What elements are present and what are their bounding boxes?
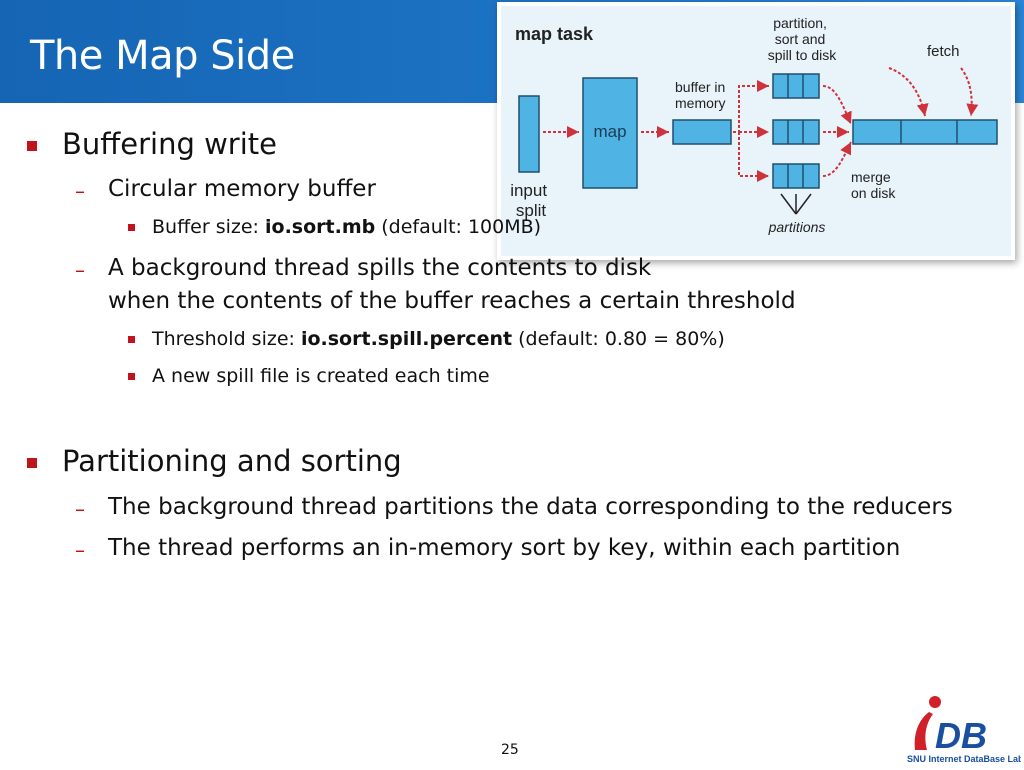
svg-text:SNU Internet DataBase Lab.: SNU Internet DataBase Lab. xyxy=(907,754,1021,764)
map-side-diagram: map task partition, sort and spill to di… xyxy=(497,2,1015,260)
label-fetch: fetch xyxy=(927,43,960,60)
merged-file xyxy=(852,119,998,145)
label-input-split: input split xyxy=(510,181,552,220)
item-spill-line2: when the contents of the buffer reaches … xyxy=(108,288,796,314)
heading-partitioning-sorting: Partitioning and sorting xyxy=(62,444,402,478)
arrow-merge-1 xyxy=(822,85,852,125)
arrow-fetch-1 xyxy=(888,67,929,117)
page-number: 25 xyxy=(501,742,519,758)
arrow-fetch-2 xyxy=(960,67,979,117)
dash-bullet: – xyxy=(75,497,85,521)
item-threshold-size: Threshold size: io.sort.spill.percent (d… xyxy=(152,328,725,350)
spill-file-2 xyxy=(772,119,820,145)
bullet-square xyxy=(27,458,37,468)
item-buffer-size: Buffer size: io.sort.mb (default: 100MB) xyxy=(152,216,542,238)
item-in-memory-sort: The thread performs an in-memory sort by… xyxy=(108,535,901,561)
item-circular-buffer: Circular memory buffer xyxy=(108,176,376,202)
label-partition-sort-spill: partition, sort and spill to disk xyxy=(768,15,837,63)
diagram-svg: map task partition, sort and spill to di… xyxy=(501,6,1011,256)
bullet-square-small xyxy=(128,224,135,231)
label-buffer-in-memory: buffer in memory xyxy=(675,79,729,111)
map-box xyxy=(582,77,638,189)
bullet-square-small xyxy=(128,336,135,343)
spill-file-3 xyxy=(772,163,820,189)
slide-title: The Map Side xyxy=(30,33,295,79)
label-merge-on-disk: merge on disk xyxy=(851,169,896,201)
label-map-task: map task xyxy=(515,24,594,44)
arrow-merge-3 xyxy=(822,141,852,177)
idb-logo: DB SNU Internet DataBase Lab. xyxy=(905,690,1024,766)
input-split-box xyxy=(518,95,540,173)
label-partitions: partitions xyxy=(768,219,826,235)
dash-bullet: – xyxy=(75,538,85,562)
item-new-spill-file: A new spill file is created each time xyxy=(152,365,490,387)
arrow-buffer-to-spill-1 xyxy=(733,80,769,133)
spill-file-1 xyxy=(772,73,820,99)
dash-bullet: – xyxy=(75,258,85,282)
label-map: map xyxy=(593,122,626,141)
bullet-square xyxy=(27,141,37,151)
item-partitions-data: The background thread partitions the dat… xyxy=(108,494,953,520)
buffer-box xyxy=(672,119,732,145)
partitions-pointers xyxy=(780,193,812,215)
svg-text:DB: DB xyxy=(935,715,987,756)
dash-bullet: – xyxy=(75,179,85,203)
heading-buffering-write: Buffering write xyxy=(62,127,277,161)
bullet-square-small xyxy=(128,373,135,380)
idb-logo-mark: DB SNU Internet DataBase Lab. xyxy=(907,696,1024,764)
